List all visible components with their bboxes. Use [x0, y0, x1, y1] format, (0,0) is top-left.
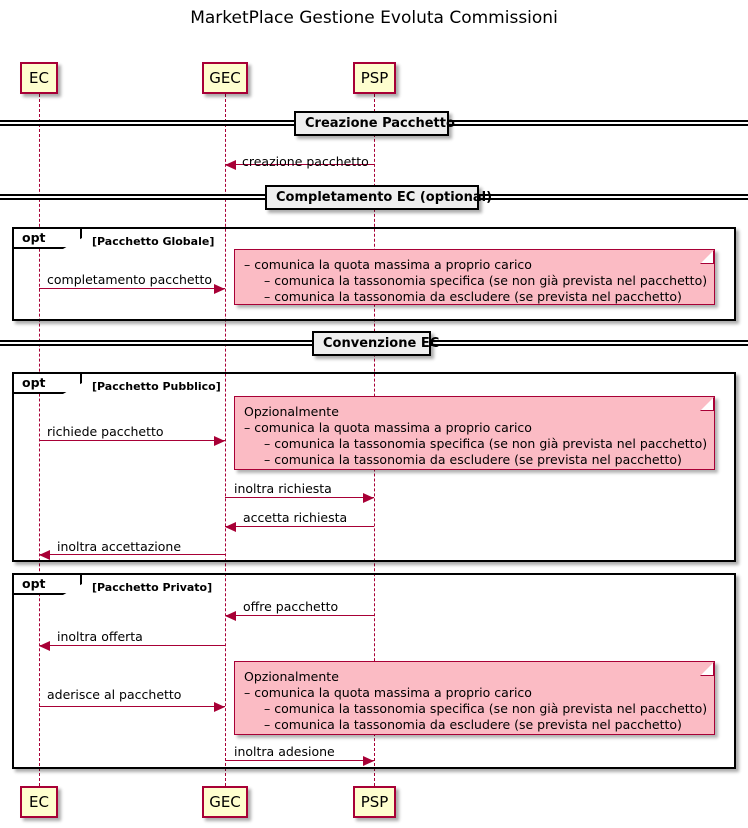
participant-psp[interactable]: PSP — [353, 786, 396, 818]
message-line — [39, 554, 225, 555]
note-line: – comunica la tassonomia da escludere (s… — [264, 452, 682, 467]
opt-tab-label: opt — [22, 575, 46, 591]
message-arrowhead — [225, 159, 236, 170]
message-label: completamento pacchetto — [47, 272, 213, 287]
participant-ec[interactable]: EC — [20, 786, 58, 818]
message-line — [39, 706, 225, 707]
opt-frame — [12, 227, 736, 321]
participant-gec[interactable]: GEC — [202, 786, 248, 818]
participant-psp[interactable]: PSP — [353, 62, 396, 94]
note-line: – comunica la tassonomia specifica (se n… — [264, 273, 708, 288]
note-line: – comunica la tassonomia da escludere (s… — [264, 717, 682, 732]
participant-label: PSP — [360, 68, 389, 87]
note-line: – comunica la tassonomia da escludere (s… — [264, 289, 682, 304]
opt-condition-label: [Pacchetto Pubblico] — [92, 380, 221, 393]
divider-label: Creazione Pacchetto — [294, 111, 455, 136]
message-arrowhead — [214, 435, 225, 446]
opt-tab-label: opt — [22, 374, 46, 390]
message-line — [225, 760, 374, 761]
note-line: – comunica la quota massima a proprio ca… — [244, 257, 532, 272]
message-arrowhead — [225, 610, 236, 621]
page-title: MarketPlace Gestione Evoluta Commissioni — [190, 8, 558, 28]
opt-tab: opt — [14, 374, 82, 394]
message-label: inoltra richiesta — [234, 481, 332, 496]
participant-ec[interactable]: EC — [20, 62, 58, 94]
message-arrowhead — [39, 549, 50, 560]
message-line — [225, 615, 374, 616]
note-line: – comunica la tassonomia specifica (se n… — [264, 701, 708, 716]
message-line — [225, 164, 374, 165]
divider-label: Convenzione EC — [312, 331, 439, 356]
note-line: – comunica la tassonomia specifica (se n… — [264, 436, 708, 451]
note-box: Opzionalmente– comunica la quota massima… — [234, 396, 715, 470]
note-line: Opzionalmente — [244, 404, 339, 419]
message-label: offre pacchetto — [243, 599, 339, 614]
message-label: creazione pacchetto — [242, 154, 369, 169]
message-arrowhead — [214, 283, 225, 294]
participant-label: EC — [29, 68, 49, 87]
note-box: Opzionalmente– comunica la quota massima… — [234, 661, 715, 735]
message-label: inoltra accettazione — [57, 539, 182, 554]
message-arrowhead — [225, 521, 236, 532]
opt-tab-label: opt — [22, 229, 46, 245]
note-line: – comunica la quota massima a proprio ca… — [244, 685, 532, 700]
note-line: – comunica la quota massima a proprio ca… — [244, 420, 532, 435]
message-line — [39, 288, 225, 289]
note-line: Opzionalmente — [244, 669, 339, 684]
lifeline-gec — [225, 94, 226, 786]
note-box: – comunica la quota massima a proprio ca… — [234, 249, 715, 305]
message-arrowhead — [39, 640, 50, 651]
message-label: accetta richiesta — [243, 510, 348, 525]
opt-frame — [12, 372, 736, 562]
participant-label: GEC — [209, 792, 241, 811]
divider-label: Completamento EC (optional) — [265, 185, 492, 210]
participant-label: PSP — [360, 792, 389, 811]
message-line — [225, 497, 374, 498]
message-label: aderisce al pacchetto — [47, 687, 182, 702]
message-line — [225, 526, 374, 527]
message-arrowhead — [214, 701, 225, 712]
opt-frame — [12, 573, 736, 769]
message-label: inoltra adesione — [234, 744, 335, 759]
message-arrowhead — [363, 492, 374, 503]
opt-condition-label: [Pacchetto Privato] — [92, 581, 213, 594]
opt-condition-label: [Pacchetto Globale] — [92, 235, 215, 248]
message-line — [39, 645, 225, 646]
message-arrowhead — [363, 755, 374, 766]
message-line — [39, 440, 225, 441]
participant-gec[interactable]: GEC — [202, 62, 248, 94]
message-label: inoltra offerta — [57, 629, 143, 644]
opt-tab: opt — [14, 229, 82, 249]
participant-label: GEC — [209, 68, 241, 87]
participant-label: EC — [29, 792, 49, 811]
message-label: richiede pacchetto — [47, 424, 164, 439]
